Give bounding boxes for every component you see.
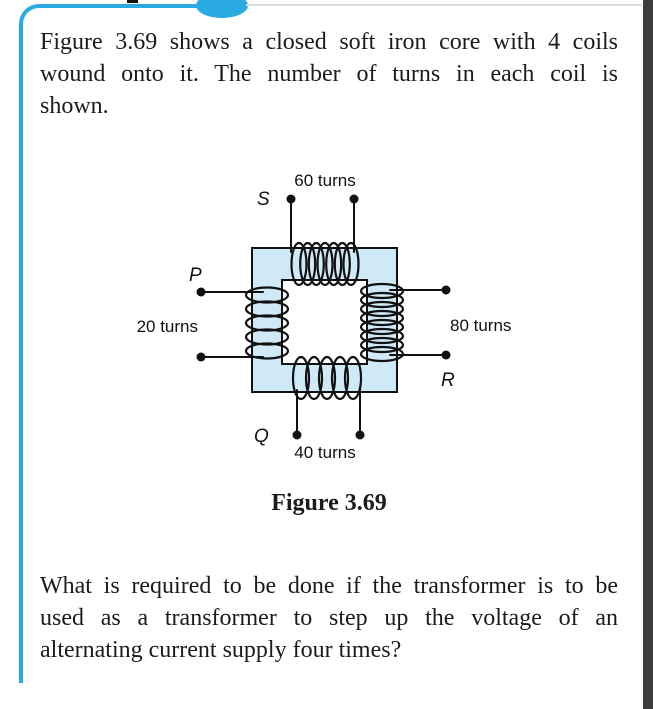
question-line-2: used as a transformer to step up the vol… bbox=[40, 605, 618, 631]
coil-left bbox=[244, 286, 290, 360]
label-left-turns: 20 turns bbox=[136, 317, 198, 336]
page-top-mark bbox=[127, 0, 138, 3]
coil-bottom bbox=[291, 355, 363, 401]
question-paragraph: What is required to be done if the trans… bbox=[40, 570, 618, 666]
intro-line-2: wound onto it. The number of turns in ea… bbox=[40, 61, 618, 87]
label-right-turns: 80 turns bbox=[450, 316, 512, 335]
label-terminal-r: R bbox=[441, 370, 455, 391]
lead-wires bbox=[200, 198, 447, 436]
coil-top bbox=[290, 241, 360, 287]
terminal-dots bbox=[196, 194, 451, 440]
card-top-faint-line bbox=[246, 4, 642, 6]
label-bottom-turns: 40 turns bbox=[294, 443, 356, 462]
question-line-3: alternating current supply four times? bbox=[40, 637, 402, 663]
label-terminal-q: Q bbox=[254, 426, 269, 447]
label-terminal-s: S bbox=[257, 189, 270, 210]
question-line-1: What is required to be done if the trans… bbox=[40, 573, 618, 599]
label-terminal-p: P bbox=[189, 265, 202, 286]
intro-line-3: shown. bbox=[40, 93, 109, 119]
card-top-blob-decoration bbox=[196, 0, 248, 18]
intro-line-1: Figure 3.69 shows a closed soft iron cor… bbox=[40, 29, 618, 55]
transformer-diagram bbox=[196, 194, 451, 440]
label-top-turns: 60 turns bbox=[294, 171, 356, 190]
card-border bbox=[19, 4, 243, 683]
intro-paragraph: Figure 3.69 shows a closed soft iron cor… bbox=[40, 26, 618, 122]
iron-core-hole bbox=[281, 279, 368, 365]
page-right-edge bbox=[643, 0, 653, 709]
figure-caption: Figure 3.69 bbox=[271, 490, 387, 516]
